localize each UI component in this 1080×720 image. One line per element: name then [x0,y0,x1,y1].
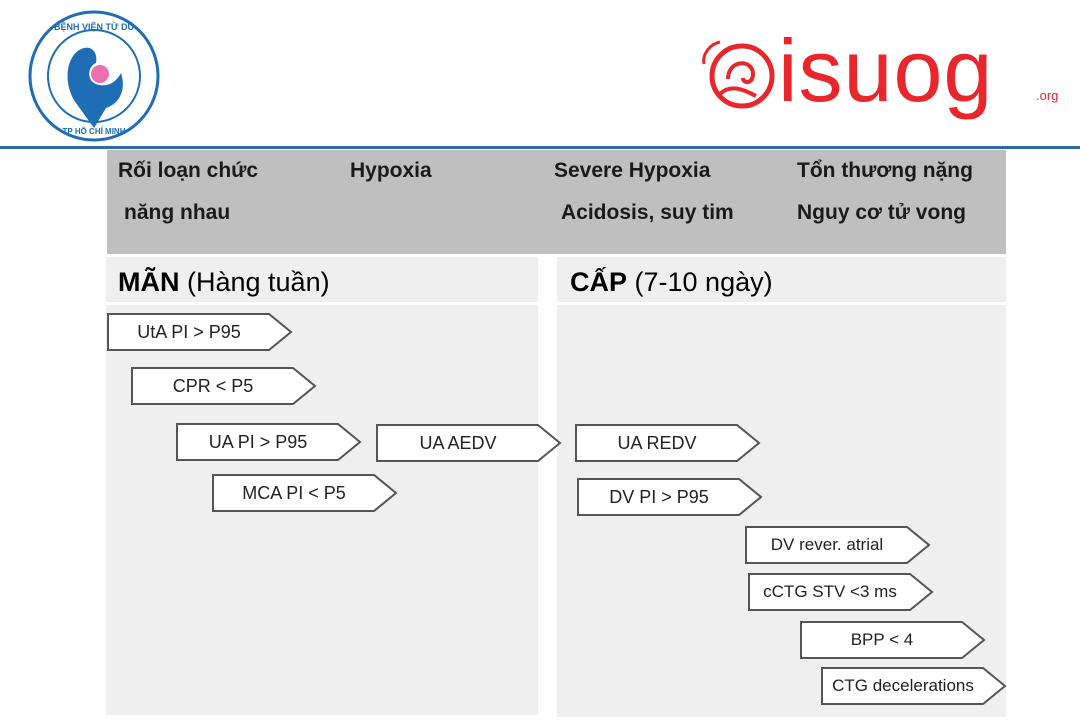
arrow-box: DV PI > P95 [577,478,763,516]
stage-4-line2: Nguy cơ tử vong [797,201,966,224]
arrow-box: DV rever. atrial [745,526,931,564]
arrow-box: UA PI > P95 [176,423,362,461]
hospital-logo: BỆNH VIỆN TỪ DŨ TP HỒ CHÍ MINH [26,8,162,144]
arrow-shape [745,526,931,564]
stage-4-line1: Tổn thương nặng [797,159,973,182]
acute-title-bold: CẤP [570,267,628,297]
arrow-shape [176,423,362,461]
arrow-label: UtA PI > P95 [137,322,241,342]
arrow-box: cCTG STV <3 ms [748,573,934,611]
fetus-icon [702,40,775,109]
arrow-box: BPP < 4 [800,621,986,659]
arrow-box: UA AEDV [376,424,562,462]
arrow-label: DV rever. atrial [770,535,884,554]
arrow-shape [131,367,317,405]
arrow-box: UA REDV [575,424,761,462]
arrow-label: UA REDV [617,433,697,453]
arrow-box: CPR < P5 [131,367,317,405]
chronic-title: MÃN (Hàng tuần) [118,267,330,298]
arrow-label: MCA PI < P5 [242,483,346,503]
arrow-label: CPR < P5 [172,376,254,396]
arrow-box: MCA PI < P5 [212,474,398,512]
acute-title-rest: (7-10 ngày) [627,267,773,297]
arrow-label: cCTG STV <3 ms [763,582,897,601]
stage-3-line1: Severe Hypoxia [554,159,711,182]
arrow-shape [107,313,293,351]
stage-1-line2: năng nhau [124,201,231,224]
stage-1-line1: Rối loạn chức [118,159,259,182]
chronic-divider [106,302,538,305]
arrow-shape [748,573,934,611]
arrow-box: UtA PI > P95 [107,313,293,351]
chronic-title-bold: MÃN [118,267,180,297]
isuog-wordmark: isuog [778,21,994,120]
stage-header: Rối loạn chức năng nhau Hypoxia Severe H… [107,150,1006,254]
header-divider [0,146,1080,149]
arrow-label: UA AEDV [419,433,497,453]
isuog-suffix: .org [1036,88,1059,103]
acute-title: CẤP (7-10 ngày) [570,267,773,298]
stage-2-line1: Hypoxia [350,159,432,182]
acute-divider [557,302,1006,305]
stage-3-line2: Acidosis, suy tim [561,201,734,224]
arrow-label: CTG decelerations [832,676,974,695]
arrow-shape [577,478,763,516]
arrow-shape [376,424,562,462]
arrow-label: BPP < 4 [850,630,914,649]
arrow-box: CTG decelerations [821,667,1007,705]
svg-text:BỆNH VIỆN TỪ DŨ: BỆNH VIỆN TỪ DŨ [54,21,134,32]
isuog-logo: isuog .org [698,21,1078,130]
arrow-label: DV PI > P95 [609,487,709,507]
svg-text:TP HỒ CHÍ MINH: TP HỒ CHÍ MINH [63,126,126,136]
arrow-shape [575,424,761,462]
arrow-shape [800,621,986,659]
arrow-label: UA PI > P95 [208,432,308,452]
arrow-shape [821,667,1007,705]
chronic-title-rest: (Hàng tuần) [179,267,330,297]
arrow-shape [212,474,398,512]
